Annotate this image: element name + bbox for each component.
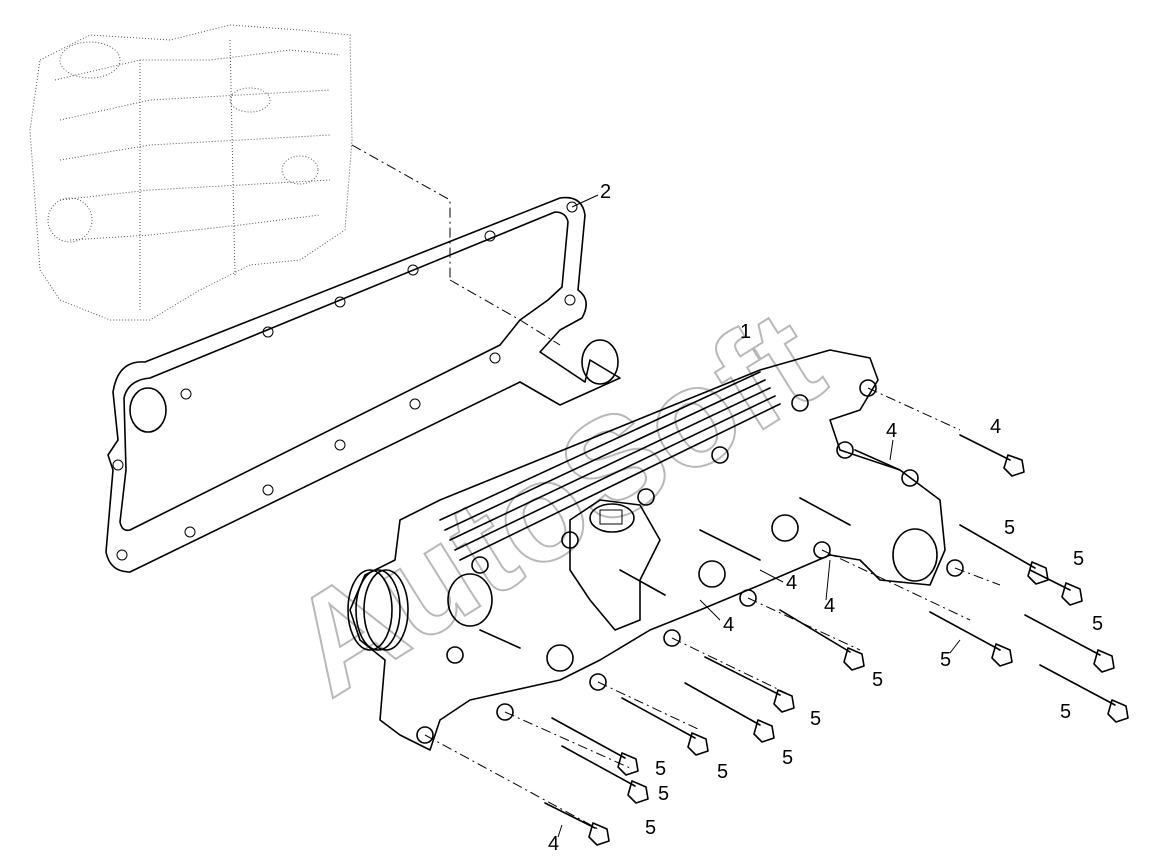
callout-4: 4 — [886, 420, 897, 442]
callout-4: 4 — [548, 833, 559, 855]
callout-5: 5 — [1060, 701, 1071, 723]
callout-4: 4 — [723, 614, 734, 636]
callout-5: 5 — [655, 758, 666, 780]
callout-4: 4 — [990, 416, 1001, 438]
callout-5: 5 — [810, 708, 821, 730]
callout-5: 5 — [1073, 548, 1084, 570]
bolt-set — [544, 434, 1129, 846]
callout-5: 5 — [658, 783, 669, 805]
gasket-illustration — [105, 196, 621, 573]
callouts: 2 1 4 4 4 4 4 4 5 5 5 5 5 5 5 5 5 5 5 5 — [548, 181, 1103, 855]
callout-5: 5 — [1004, 517, 1015, 539]
callout-5: 5 — [940, 649, 951, 671]
callout-5: 5 — [717, 761, 728, 783]
callout-5: 5 — [645, 817, 656, 839]
callout-2: 2 — [600, 181, 611, 203]
callout-5: 5 — [782, 747, 793, 769]
callout-4: 4 — [786, 572, 797, 594]
callout-5: 5 — [1092, 613, 1103, 635]
callout-4: 4 — [824, 595, 835, 617]
oil-cooler-housing-illustration — [347, 349, 964, 751]
callout-5: 5 — [872, 669, 883, 691]
callout-1: 1 — [740, 321, 751, 343]
engine-block-illustration — [29, 24, 353, 321]
